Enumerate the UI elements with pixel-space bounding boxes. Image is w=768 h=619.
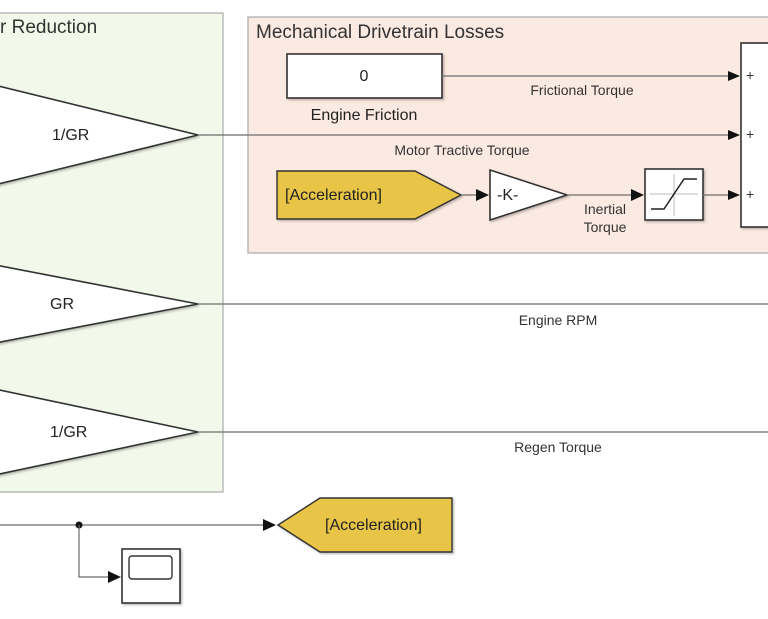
gain-torque-label: 1/GR xyxy=(52,127,89,144)
gain-k-label: -K- xyxy=(497,187,518,204)
sum-block[interactable] xyxy=(740,42,768,228)
goto-acceleration-tag[interactable] xyxy=(276,497,453,553)
arrowhead-icon xyxy=(728,130,740,140)
sum-sign-3: + xyxy=(746,186,754,202)
arrowhead-icon xyxy=(728,71,740,81)
engine-friction-name: Engine Friction xyxy=(311,107,418,124)
engine-friction-value: 0 xyxy=(360,68,369,85)
gain-block-torque[interactable] xyxy=(0,84,199,186)
scope-branch-signal[interactable] xyxy=(78,525,110,578)
mechanical-losses-area-title: Mechanical Drivetrain Losses xyxy=(256,22,504,43)
gain-block-regen[interactable] xyxy=(0,388,199,476)
scope-screen-icon xyxy=(128,555,173,580)
from-acceleration-tag[interactable] xyxy=(276,170,463,220)
arrowhead-icon xyxy=(631,189,644,201)
regen-torque-label: Regen Torque xyxy=(514,439,602,455)
sum-sign-1: + xyxy=(746,67,754,83)
inertial-torque-label-line1: Inertial xyxy=(584,201,626,217)
gain-regen-label: 1/GR xyxy=(50,424,87,441)
goto-acceleration-label: [Acceleration] xyxy=(325,517,422,534)
motor-tractive-torque-label: Motor Tractive Torque xyxy=(394,142,529,158)
gain-k-block[interactable] xyxy=(489,168,570,222)
arrowhead-icon xyxy=(108,571,121,583)
gear-reduction-area-title: r Reduction xyxy=(0,17,97,38)
engine-rpm-label: Engine RPM xyxy=(519,312,598,328)
sum-sign-2: + xyxy=(746,126,754,142)
from-acceleration-label: [Acceleration] xyxy=(285,187,382,204)
arrowhead-icon xyxy=(476,189,489,201)
inertial-torque-label-line2: Torque xyxy=(584,219,627,235)
gain-rpm-label: GR xyxy=(50,296,74,313)
frictional-torque-label: Frictional Torque xyxy=(530,82,633,98)
arrowhead-icon xyxy=(728,190,740,200)
saturation-icon xyxy=(650,174,698,216)
gain-block-rpm[interactable] xyxy=(0,264,199,344)
arrowhead-icon xyxy=(263,519,276,531)
